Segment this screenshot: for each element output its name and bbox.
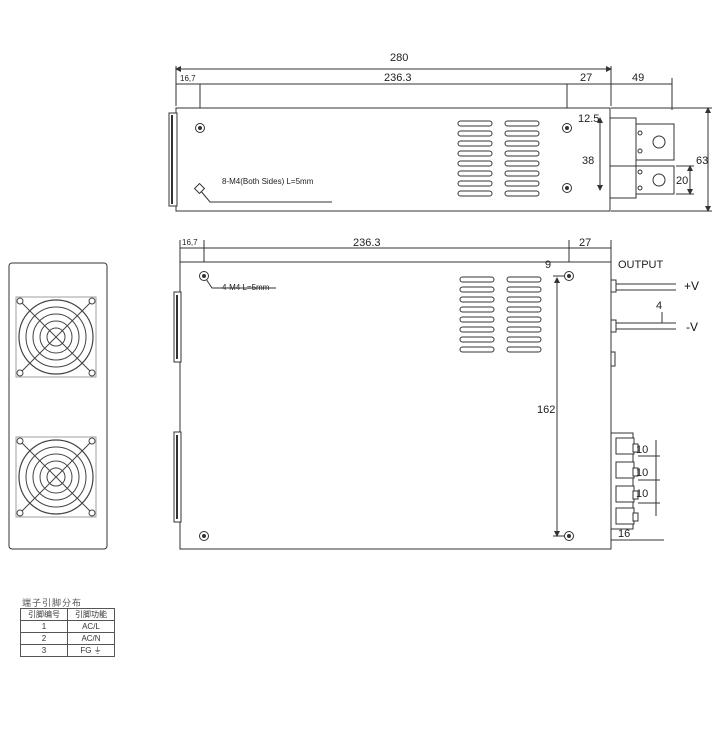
dim-right-offset-side: 27 [579, 237, 591, 249]
dim-terminal-depth: 49 [632, 72, 644, 84]
table-row: 3 FG ⏚ [20, 644, 115, 657]
dim-pitch-2: 10 [636, 467, 648, 479]
dim-ac-terminal-depth: 16 [618, 528, 630, 540]
dim-lead-gap: 4 [656, 300, 662, 312]
pin-number: 1 [20, 620, 68, 633]
dim-top-offset: 9 [545, 259, 551, 271]
pin-number: 2 [20, 632, 68, 645]
header-pin-function: 引脚功能 [67, 608, 115, 621]
dim-hole-spacing-top: 236.3 [384, 72, 412, 84]
dim-hole-vertical: 162 [537, 404, 555, 416]
dim-height: 63 [696, 155, 708, 167]
dim-left-offset-top: 16,7 [180, 74, 196, 83]
pin-function: AC/N [67, 632, 115, 645]
top-view [168, 66, 712, 212]
pin-function: AC/L [67, 620, 115, 633]
dim-pitch-1: 10 [636, 444, 648, 456]
top-view-screws [193, 123, 572, 195]
top-screw-note: 8-M4(Both Sides) L=5mm [222, 177, 314, 186]
header-pin-number: 引脚编号 [20, 608, 68, 621]
table-row: 1 AC/L [20, 620, 115, 633]
side-screw-note: 4-M4 L=5mm [222, 283, 270, 292]
pin-table: 引脚编号 引脚功能 1 AC/L 2 AC/N 3 FG ⏚ [20, 608, 115, 657]
dim-left-offset-side: 16,7 [182, 238, 198, 247]
pin-table-header: 引脚编号 引脚功能 [20, 608, 115, 621]
fan-panel [8, 262, 108, 550]
positive-terminal-label: +V [684, 279, 699, 293]
negative-terminal-label: -V [686, 320, 698, 334]
pin-table-title: 端子引脚分布 [22, 598, 83, 608]
dim-pitch-3: 10 [636, 488, 648, 500]
dim-terminal-gap: 12.5 [578, 113, 599, 125]
dim-hole-spacing-side: 236.3 [353, 237, 381, 249]
dim-hole-height: 38 [582, 155, 594, 167]
table-row: 2 AC/N [20, 632, 115, 645]
dim-overall-length: 280 [390, 52, 408, 64]
output-label: OUTPUT [618, 259, 664, 271]
dim-terminal-width: 20 [676, 175, 688, 187]
dim-right-offset-top: 27 [580, 72, 592, 84]
pin-number: 3 [20, 644, 68, 657]
pin-function: FG ⏚ [67, 644, 115, 657]
